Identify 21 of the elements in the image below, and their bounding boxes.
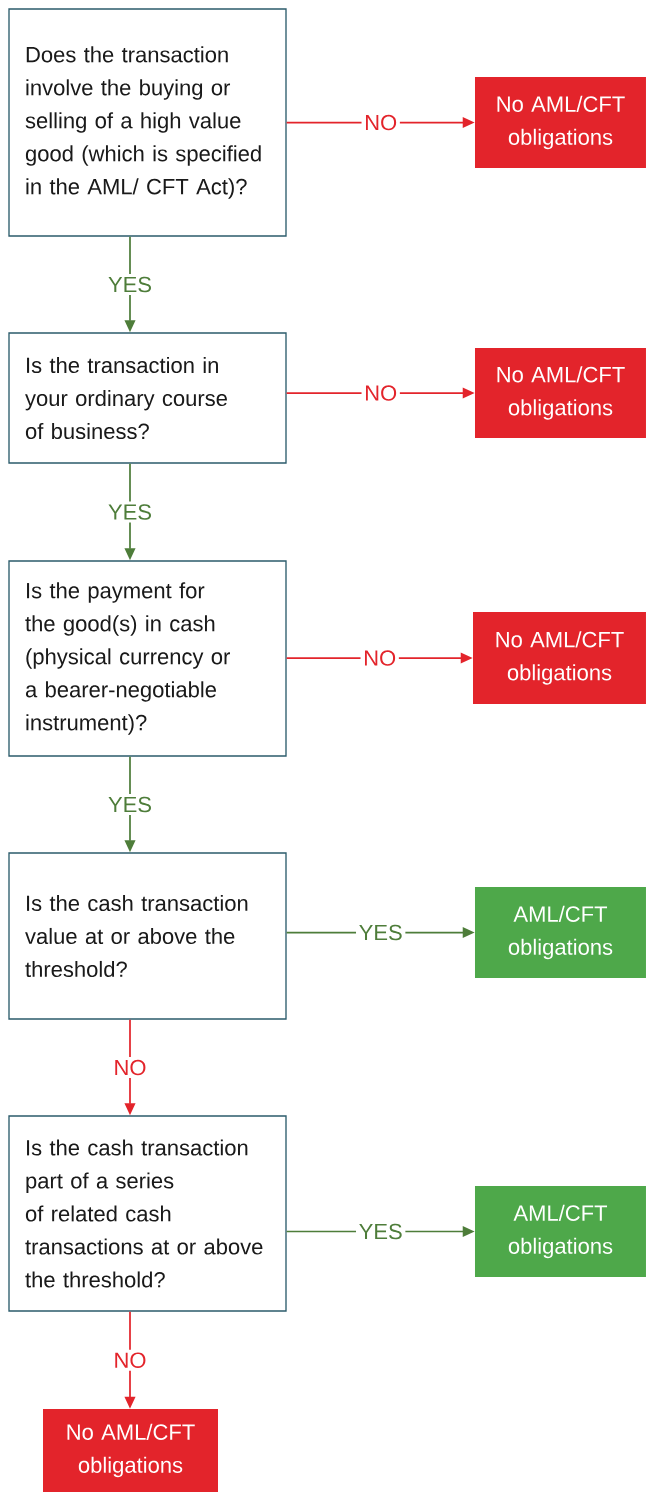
edge-label: NO — [110, 1057, 150, 1078]
outcome-box: No AML/CFT obligations — [43, 1409, 218, 1492]
question-box: Is the transaction in your ordinary course of business? — [8, 332, 287, 464]
question-box: Does the transaction involve the buying or selling of a high value good (which is specified in the AML/ CFT Act)? — [8, 8, 287, 237]
outcome-box: AML/CFT obligations — [475, 1186, 646, 1277]
outcome-box: No AML/CFT obligations — [475, 77, 646, 168]
question-box: Is the cash transaction part of a series of related cash transactions at or above the threshold? — [8, 1115, 287, 1312]
question-box: Is the payment for the good(s) in cash (physical currency or a bearer-negotiable instrument)? — [8, 560, 287, 757]
edge-label: NO — [361, 382, 400, 404]
edge-label: YES — [105, 501, 155, 523]
outcome-box: AML/CFT obligations — [475, 887, 646, 978]
edge-label: YES — [356, 922, 406, 943]
question-box: Is the cash transaction value at or above the threshold? — [8, 852, 287, 1020]
edge-label: NO — [360, 647, 399, 669]
edge-label: NO — [110, 1349, 150, 1371]
outcome-box: No AML/CFT obligations — [475, 348, 646, 438]
edge-label: YES — [105, 274, 155, 295]
edge-label: YES — [356, 1221, 406, 1242]
edge-label: YES — [105, 794, 155, 815]
outcome-box: No AML/CFT obligations — [473, 612, 646, 704]
edge-label: NO — [361, 112, 400, 133]
